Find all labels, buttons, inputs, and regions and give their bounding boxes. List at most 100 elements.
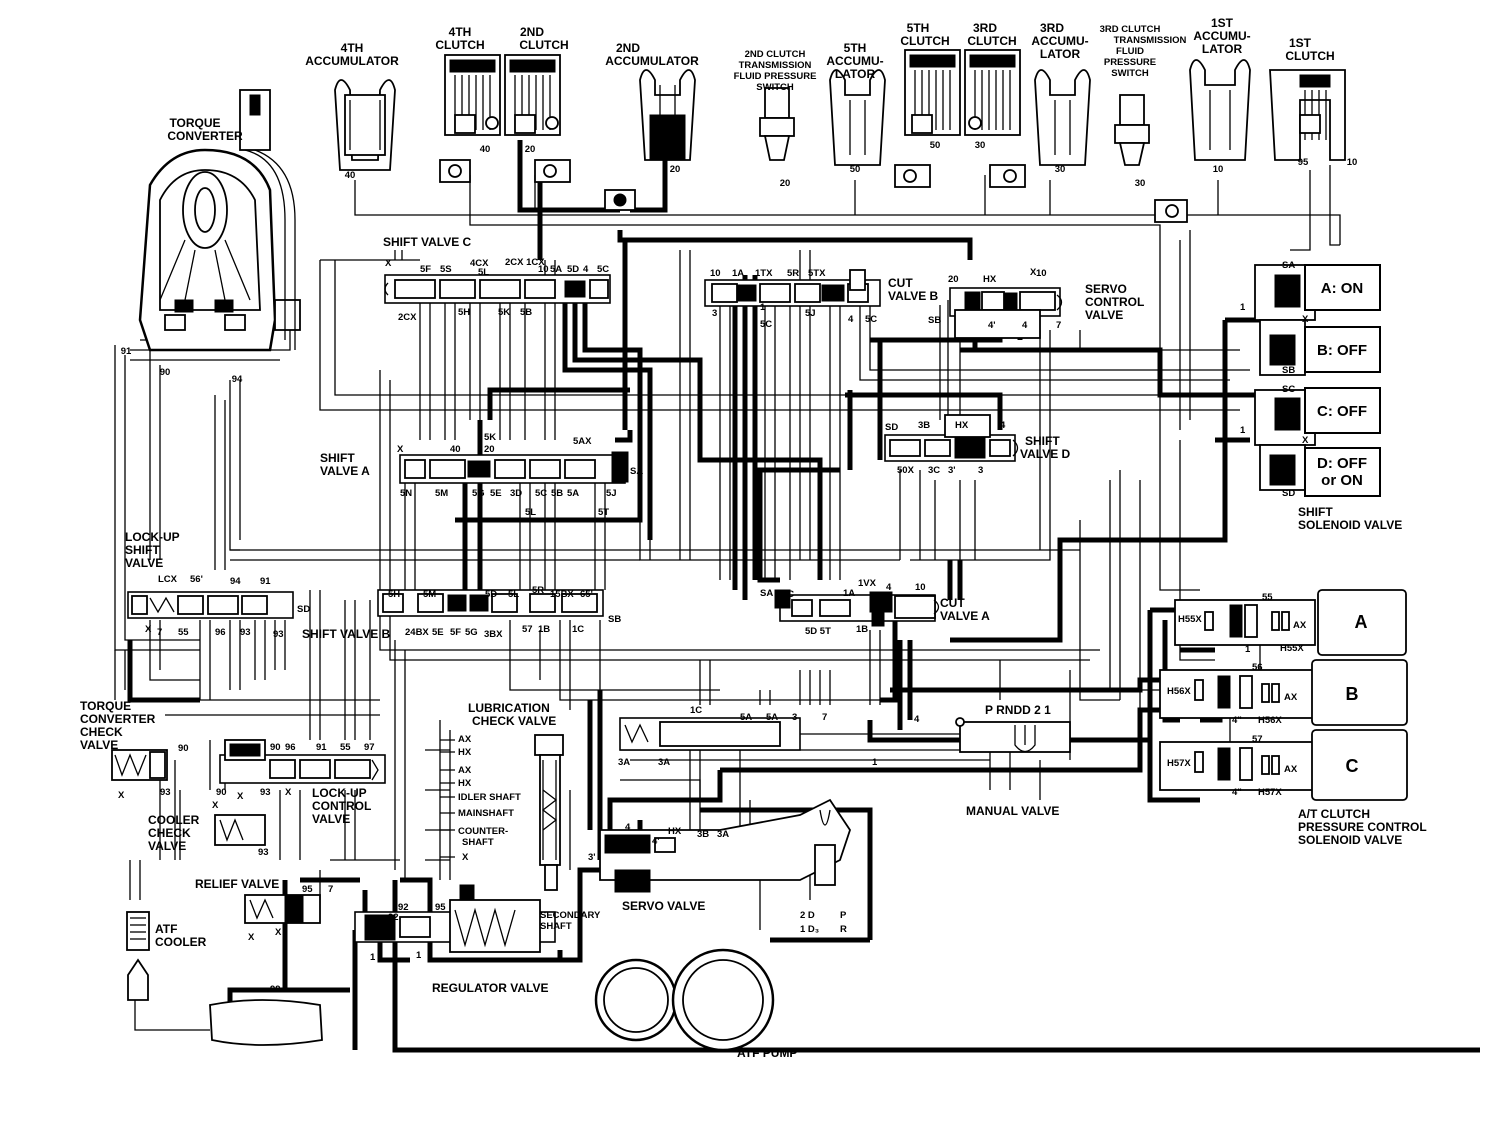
svg-text:7: 7 [1056,320,1061,331]
accumulator-3rd: 30 [1034,69,1091,175]
svg-text:SB: SB [1282,365,1295,376]
lube-port-ax-2: AX [458,765,472,776]
accumulator-2nd: 20 [639,69,696,175]
svg-text:5F: 5F [450,627,461,638]
svg-text:95: 95 [302,884,313,895]
svg-text:5A: 5A [550,264,562,275]
svg-text:5C: 5C [535,488,547,499]
svg-text:3C: 3C [782,589,794,600]
svg-text:X: X [1302,314,1309,325]
svg-text:AX: AX [1293,620,1307,631]
servo-pos-1d3: 1 D₃ [800,924,819,935]
clutch-4th: 40 [444,54,501,155]
svg-text:5K: 5K [484,432,496,443]
svg-text:AX: AX [1284,764,1298,775]
svg-text:10: 10 [1347,157,1358,168]
servo-pos-2d: 2 D [800,910,815,921]
svg-text:30: 30 [1055,164,1066,175]
svg-text:5F: 5F [420,264,431,275]
accumulator-4th: 40 [334,79,396,181]
svg-text:X: X [1030,267,1037,278]
svg-text:5AX: 5AX [573,436,592,447]
check-valve-3rd [989,164,1026,188]
svg-text:HX: HX [955,420,969,431]
label-servo-valve: SERVO VALVE [622,899,705,913]
svg-text:H55X: H55X [1178,614,1202,625]
torque-converter-check-valve: 90X 93 [111,743,189,801]
svg-text:SC: SC [1282,384,1295,395]
svg-text:5M: 5M [423,589,436,600]
svg-text:56': 56' [190,574,203,585]
svg-text:20: 20 [525,144,536,155]
svg-text:10: 10 [1213,164,1224,175]
svg-text:5A: 5A [567,488,579,499]
label-shift-valve-c: SHIFT VALVE C [383,235,472,249]
svg-text:20: 20 [484,444,495,455]
manual-valve-positions: P RNDD 2 1 [985,703,1051,717]
svg-text:5C: 5C [597,264,609,275]
solenoid-b-box: B: OFF [1304,326,1381,373]
svg-text:SB: SB [928,315,941,326]
atf-strainer: 99 [209,984,323,1046]
svg-text:5L: 5L [525,507,536,518]
svg-text:92: 92 [388,912,399,923]
svg-text:3A: 3A [717,829,729,840]
svg-text:95: 95 [435,902,446,913]
check-valve-2nd [534,159,571,183]
svg-text:4: 4 [625,822,631,833]
svg-text:5TX: 5TX [808,268,826,279]
svg-text:1: 1 [416,950,422,961]
svg-text:3C: 3C [928,465,940,476]
accumulator-5th: 50 [829,69,886,175]
lube-port-countershaft: COUNTER-SHAFT [458,826,508,848]
svg-text:10: 10 [538,264,549,275]
svg-text:X: X [285,787,292,798]
svg-text:5J: 5J [606,488,617,499]
svg-text:X: X [248,932,255,943]
svg-text:4: 4 [583,264,589,275]
svg-text:3B: 3B [697,829,709,840]
svg-text:LCX: LCX [158,574,178,585]
svg-text:97: 97 [364,742,375,753]
svg-text:93: 93 [273,629,284,640]
svg-text:90: 90 [178,743,189,754]
svg-text:4": 4" [1232,715,1242,726]
solenoid-b-label: B: OFF [1317,342,1367,359]
svg-text:10: 10 [1036,268,1047,279]
svg-text:4': 4' [988,320,996,331]
solenoid-a-label: A: ON [1321,280,1364,297]
svg-text:5R: 5R [787,268,799,279]
label-relief-valve: RELIEF VALVE [195,877,279,891]
svg-text:40: 40 [480,144,491,155]
svg-text:93: 93 [258,847,269,858]
svg-text:50X: 50X [897,465,915,476]
svg-text:SB: SB [608,614,621,625]
svg-text:94: 94 [230,576,241,587]
svg-text:X: X [237,791,244,802]
svg-text:1: 1 [1240,302,1246,313]
svg-text:55: 55 [1262,592,1273,603]
check-valve-4th [439,159,471,183]
svg-text:5R: 5R [532,585,544,596]
svg-text:5E: 5E [432,627,444,638]
svg-text:95: 95 [1298,157,1309,168]
svg-text:96: 96 [285,742,296,753]
svg-text:10: 10 [710,268,721,279]
